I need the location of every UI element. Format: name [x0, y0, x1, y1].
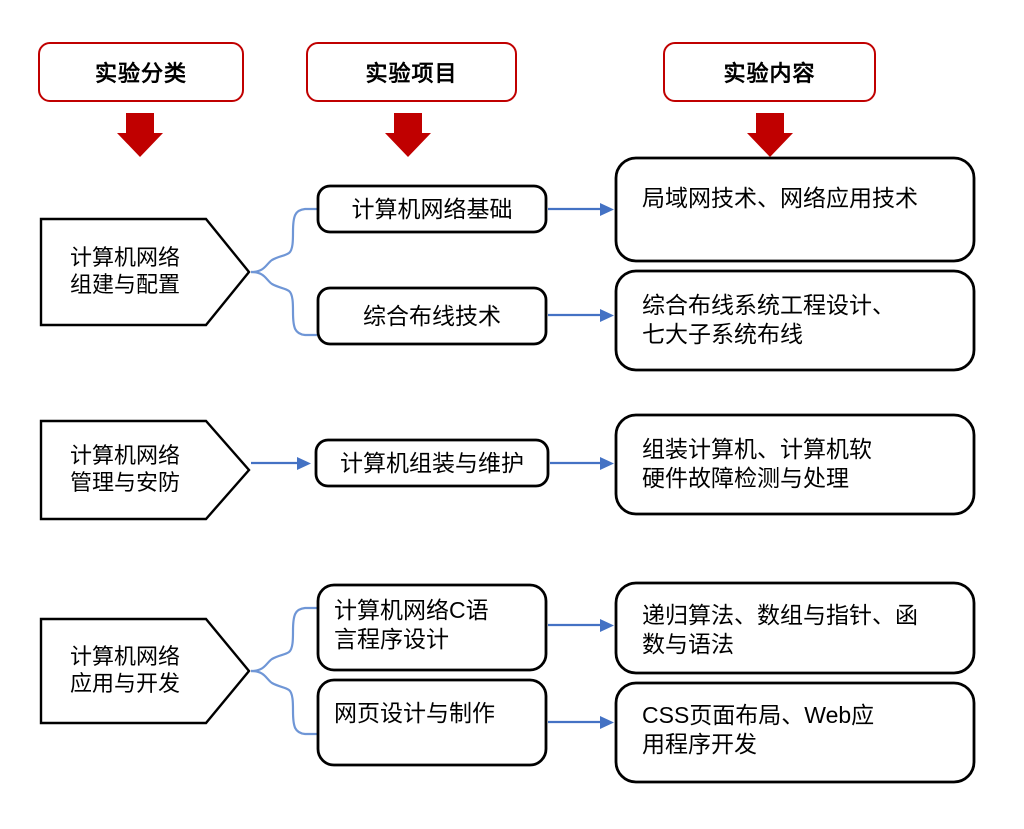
project-box-row-1-item-1[interactable]	[316, 184, 548, 234]
down-arrow-icon-category	[117, 113, 163, 157]
down-arrow-icon-content	[747, 113, 793, 157]
content-box-row-1-item-1[interactable]	[614, 156, 976, 263]
right-arrow-icon-row-3-item-1	[548, 619, 614, 632]
right-arrow-icon-row-2-item-1	[550, 457, 614, 470]
project-box-row-1-item-2[interactable]	[316, 286, 548, 346]
column-header-category-label: 实验分类	[94, 61, 187, 86]
content-box-row-3-item-1[interactable]	[614, 581, 976, 675]
project-box-row-2-item-1[interactable]	[314, 438, 550, 488]
right-arrow-icon-row-3-item-2	[548, 716, 614, 729]
category-shape-row-1[interactable]	[39, 217, 251, 327]
right-arrow-icon-row-1-item-1	[548, 203, 614, 216]
brace-connector-icon-row-3b	[250, 669, 317, 736]
column-header-content[interactable]: 实验内容	[663, 42, 876, 102]
column-header-content-label: 实验内容	[723, 61, 816, 86]
brace-connector-icon-row-3	[250, 606, 317, 673]
right-arrow-icon-row-1-item-2	[548, 309, 614, 322]
content-box-row-2-item-1[interactable]	[614, 413, 976, 516]
content-box-row-1-item-2[interactable]	[614, 269, 976, 372]
category-shape-row-2[interactable]	[39, 419, 251, 521]
category-shape-row-3[interactable]	[39, 617, 251, 725]
brace-connector-icon-row-1	[250, 207, 317, 274]
content-box-row-3-item-2[interactable]	[614, 681, 976, 784]
down-arrow-icon-project	[385, 113, 431, 157]
column-header-category[interactable]: 实验分类	[38, 42, 244, 102]
column-header-project[interactable]: 实验项目	[306, 42, 517, 102]
brace-connector-icon-row-1b	[250, 270, 317, 337]
project-box-row-3-item-2[interactable]	[316, 678, 548, 767]
right-arrow-icon-row-2-category	[251, 457, 311, 470]
column-header-project-label: 实验项目	[365, 61, 458, 86]
project-box-row-3-item-1[interactable]	[316, 583, 548, 672]
